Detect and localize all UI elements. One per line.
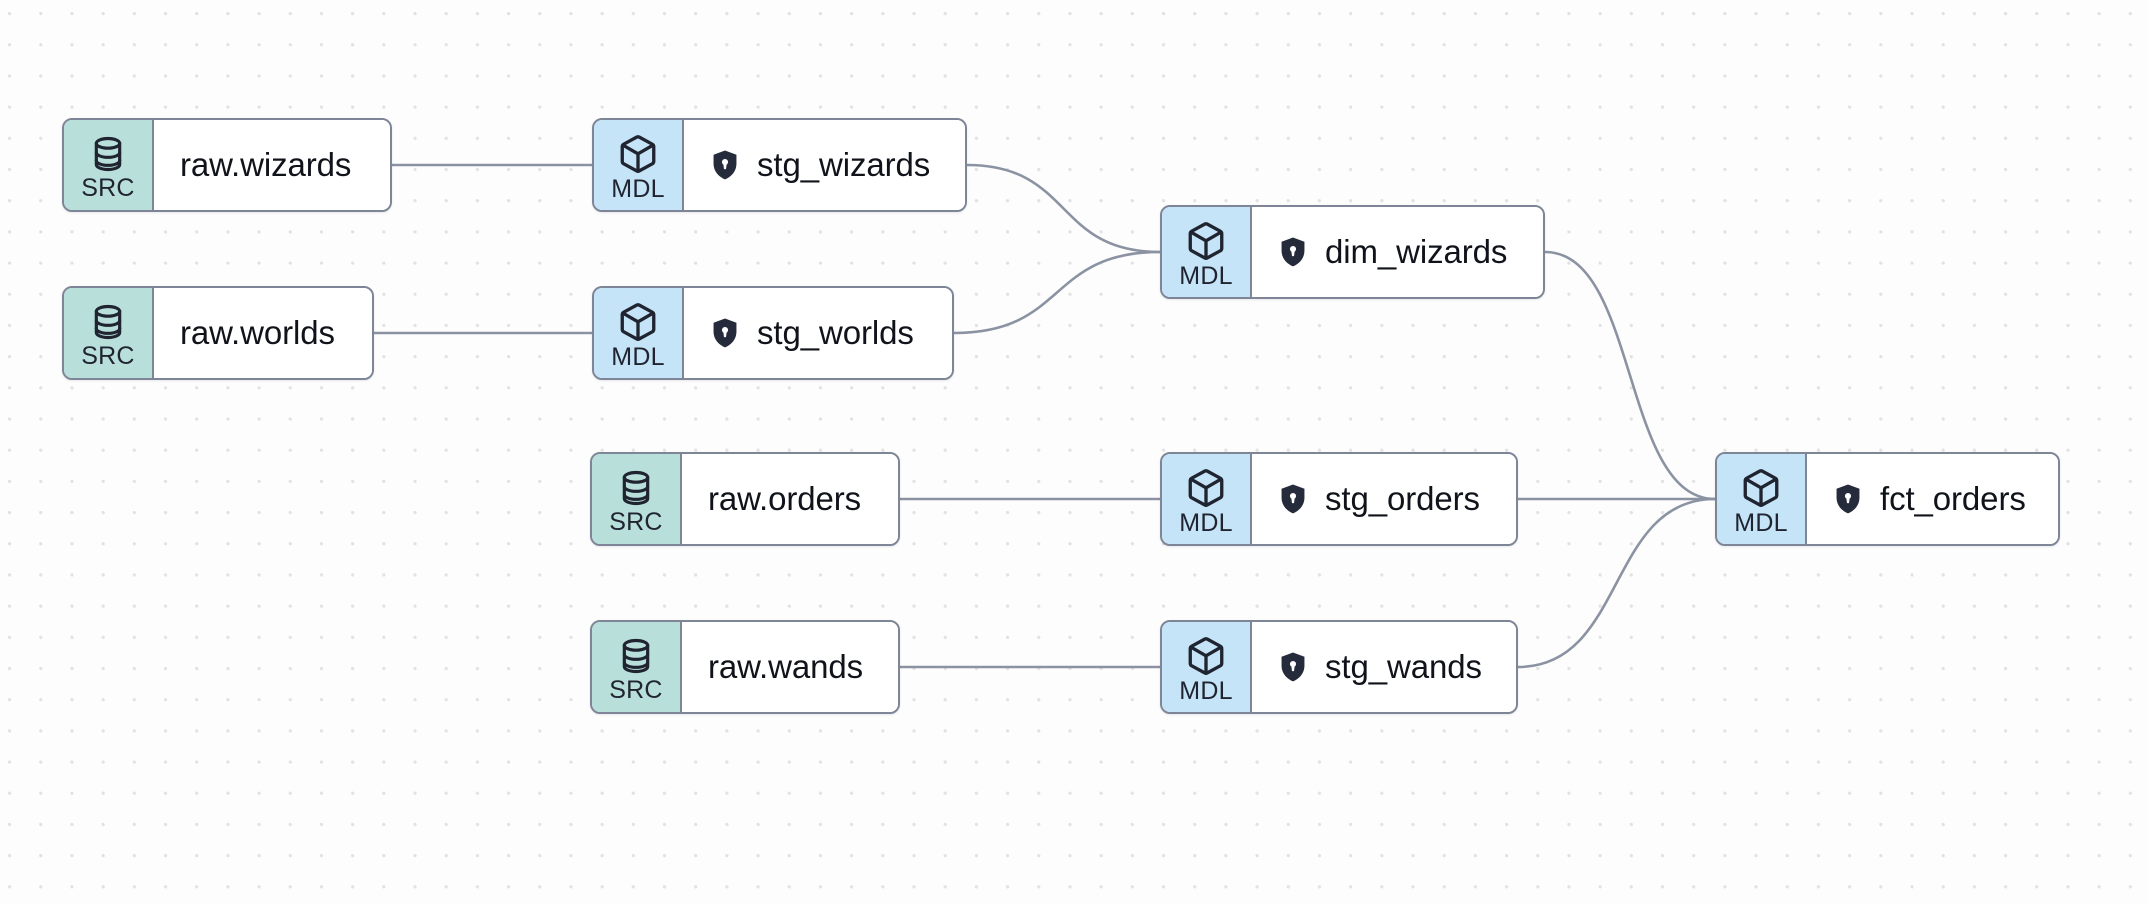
node-stg_wizards[interactable]: MDL stg_wizards (592, 118, 967, 212)
node-badge-label: MDL (1179, 261, 1233, 290)
node-body: fct_orders (1807, 454, 2058, 544)
edge-stg_worlds-to-dim_wizards (952, 250, 1162, 335)
lock-shield-icon (710, 317, 740, 349)
database-icon (88, 302, 128, 342)
node-fct_orders[interactable]: MDL fct_orders (1715, 452, 2060, 546)
cube-icon (617, 133, 659, 175)
node-label: stg_orders (1325, 480, 1480, 517)
node-label: raw.orders (708, 480, 862, 517)
lock-shield-icon (1278, 483, 1308, 515)
node-badge-mdl: MDL (1717, 454, 1807, 544)
database-icon (616, 468, 656, 508)
node-badge-src: SRC (592, 454, 682, 544)
edge-stg_wizards-to-dim_wizards (965, 163, 1162, 254)
node-body: stg_worlds (684, 288, 952, 378)
node-badge-label: MDL (611, 342, 665, 371)
node-label: raw.wands (708, 648, 864, 685)
node-body: raw.wizards (154, 120, 390, 210)
lock-shield-icon (1278, 236, 1308, 268)
node-badge-label: MDL (611, 174, 665, 203)
node-label: raw.worlds (180, 314, 335, 351)
node-badge-mdl: MDL (1162, 622, 1252, 712)
node-dim_wizards[interactable]: MDL dim_wizards (1160, 205, 1545, 299)
node-badge-mdl: MDL (1162, 207, 1252, 297)
lock-shield-icon (710, 149, 740, 181)
node-badge-src: SRC (64, 288, 154, 378)
node-badge-label: MDL (1179, 508, 1233, 537)
node-body: stg_wizards (684, 120, 965, 210)
node-badge-label: SRC (81, 173, 135, 202)
node-label: stg_wands (1325, 648, 1482, 685)
node-badge-label: SRC (609, 507, 663, 536)
node-badge-mdl: MDL (1162, 454, 1252, 544)
lock-shield-icon (1278, 651, 1308, 683)
node-stg_orders[interactable]: MDL stg_orders (1160, 452, 1518, 546)
lock-shield-icon (1833, 483, 1863, 515)
cube-icon (1185, 635, 1227, 677)
node-label: stg_worlds (757, 314, 914, 351)
node-label: stg_wizards (757, 146, 931, 183)
node-badge-mdl: MDL (594, 288, 684, 378)
node-body: dim_wizards (1252, 207, 1543, 297)
node-badge-mdl: MDL (594, 120, 684, 210)
node-badge-label: MDL (1179, 676, 1233, 705)
cube-icon (1185, 220, 1227, 262)
node-badge-src: SRC (592, 622, 682, 712)
node-raw_worlds[interactable]: SRC raw.worlds (62, 286, 374, 380)
node-badge-label: SRC (81, 341, 135, 370)
node-raw_wands[interactable]: SRC raw.wands (590, 620, 900, 714)
cube-icon (1185, 467, 1227, 509)
node-label: raw.wizards (180, 146, 352, 183)
node-body: raw.wands (682, 622, 898, 712)
node-body: raw.worlds (154, 288, 372, 378)
node-body: raw.orders (682, 454, 898, 544)
node-raw_wizards[interactable]: SRC raw.wizards (62, 118, 392, 212)
edge-stg_wands-to-fct_orders (1516, 497, 1717, 669)
node-stg_worlds[interactable]: MDL stg_worlds (592, 286, 954, 380)
edge-dim_wizards-to-fct_orders (1543, 250, 1717, 501)
node-label: fct_orders (1880, 480, 2026, 517)
node-stg_wands[interactable]: MDL stg_wands (1160, 620, 1518, 714)
database-icon (88, 134, 128, 174)
node-label: dim_wizards (1325, 233, 1508, 270)
node-badge-label: SRC (609, 675, 663, 704)
database-icon (616, 636, 656, 676)
node-raw_orders[interactable]: SRC raw.orders (590, 452, 900, 546)
node-body: stg_orders (1252, 454, 1516, 544)
cube-icon (617, 301, 659, 343)
node-badge-src: SRC (64, 120, 154, 210)
node-body: stg_wands (1252, 622, 1516, 712)
cube-icon (1740, 467, 1782, 509)
node-badge-label: MDL (1734, 508, 1788, 537)
